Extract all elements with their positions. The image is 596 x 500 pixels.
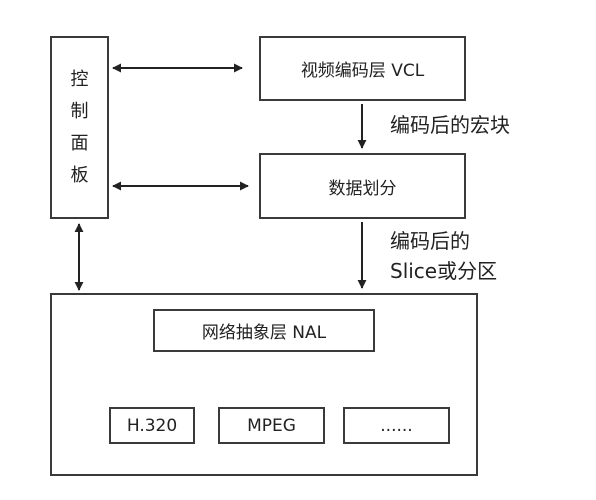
- format-more-label: ......: [380, 415, 413, 436]
- data-partition-box: 数据划分: [259, 153, 466, 219]
- control-panel-char-3: 面: [70, 132, 89, 154]
- format-mpeg-box: MPEG: [218, 407, 325, 444]
- control-panel-char-4: 板: [70, 164, 89, 186]
- format-h320-label: H.320: [126, 415, 178, 436]
- vcl-layer-label: 视频编码层 VCL: [300, 61, 425, 81]
- edge-label-slice-line-1: 编码后的: [390, 229, 470, 253]
- nal-layer-box: 网络抽象层 NAL: [153, 309, 375, 352]
- control-panel-char-1: 控: [70, 68, 89, 90]
- control-panel-char-2: 制: [70, 100, 89, 122]
- format-mpeg-label: MPEG: [247, 415, 296, 436]
- data-partition-label: 数据划分: [328, 178, 397, 199]
- format-more-box: ......: [343, 407, 450, 444]
- control-panel-box: 控 制 面 板: [50, 36, 109, 219]
- edge-label-slice-line-2: Slice或分区: [390, 259, 498, 283]
- vcl-layer-box: 视频编码层 VCL: [259, 36, 466, 101]
- edge-label-macroblocks: 编码后的宏块: [390, 113, 510, 137]
- nal-layer-label: 网络抽象层 NAL: [201, 323, 327, 343]
- format-h320-box: H.320: [109, 407, 195, 444]
